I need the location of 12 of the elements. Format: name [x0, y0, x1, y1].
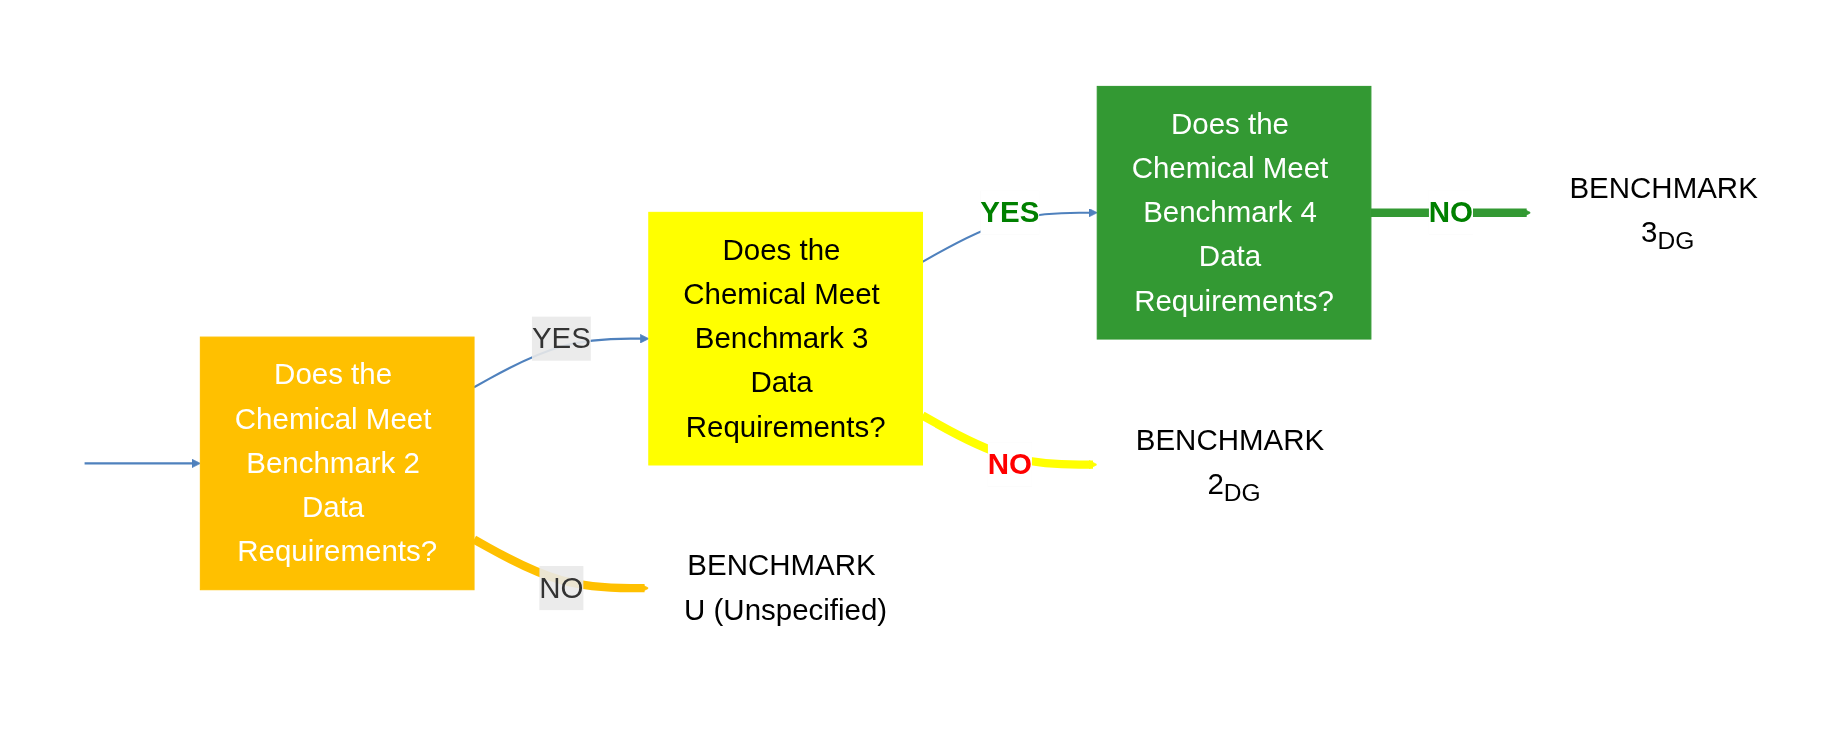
edge-label: NO [1428, 196, 1474, 229]
node-text: BENCHMARK 3$_{DG}$ [1569, 171, 1758, 255]
edge-label: YES [531, 322, 591, 355]
node-box: Does the Chemical Meet Benchmark 2 Data Requirements? [199, 336, 475, 591]
node-box: Does the Chemical Meet Benchmark 4 Data Requirements? [1096, 86, 1372, 340]
edge-label: NO [539, 571, 584, 605]
edge-label: YES [980, 196, 1040, 229]
node-box: Does the Chemical Meet Benchmark 3 Data Requirements? [648, 212, 923, 466]
node-text: BENCHMARK U (Unspecified) [684, 549, 888, 627]
arrow [84, 459, 201, 469]
node-text: BENCHMARK 2$_{DG}$ [1135, 423, 1325, 507]
edge-label: NO [987, 447, 1032, 481]
